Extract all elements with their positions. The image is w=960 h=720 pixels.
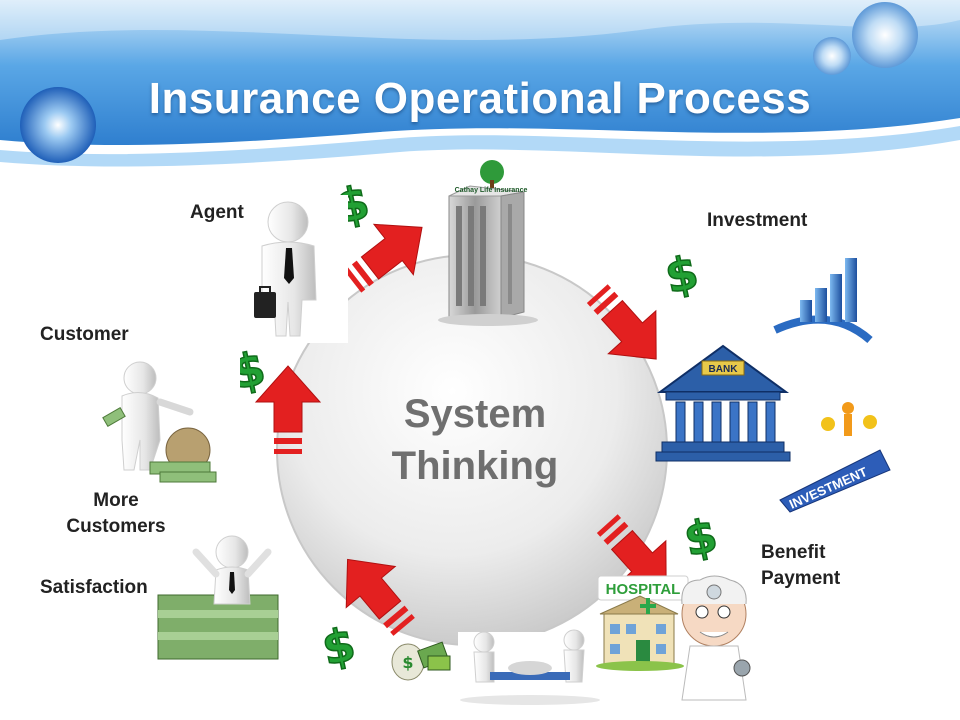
hospital-sign: HOSPITAL <box>606 581 681 598</box>
bank-icon <box>655 344 791 462</box>
label-more-customers-line1: More <box>93 490 139 511</box>
investment-sign: INVESTMENT <box>787 464 870 512</box>
investment-stairs-icon <box>779 402 891 513</box>
doctor-icon <box>681 575 751 701</box>
money-bag-icon: $ <box>391 641 451 681</box>
center-text-line1: System <box>403 392 547 436</box>
slide-title: Insurance Operational Process <box>148 74 812 123</box>
satisfaction-person-icon <box>157 535 279 660</box>
label-benefit-line2: Payment <box>761 568 841 589</box>
label-agent: Agent <box>190 202 244 223</box>
chart-icon <box>773 258 873 344</box>
stretcher-people-icon <box>458 629 600 705</box>
label-investment: Investment <box>707 210 808 231</box>
agent-person-icon <box>228 195 348 343</box>
bank-sign: BANK <box>709 364 739 375</box>
center-text-line2: Thinking <box>391 444 559 488</box>
label-benefit-line1: Benefit <box>761 542 826 563</box>
hospital-icon <box>596 575 689 671</box>
building-icon <box>438 160 538 326</box>
customer-person-icon <box>88 352 240 498</box>
center-text: System Thinking <box>330 388 620 492</box>
label-customer: Customer <box>40 324 129 345</box>
label-satisfaction: Satisfaction <box>40 577 148 598</box>
label-more-customers: More Customers <box>54 488 178 540</box>
blue-orb-icon <box>20 2 918 163</box>
label-benefit-payment: Benefit Payment <box>761 540 840 592</box>
label-more-customers-line2: Customers <box>66 516 166 537</box>
svg-text:$: $ <box>402 653 413 672</box>
building-caption: Cathay Life Insurance <box>455 187 528 194</box>
